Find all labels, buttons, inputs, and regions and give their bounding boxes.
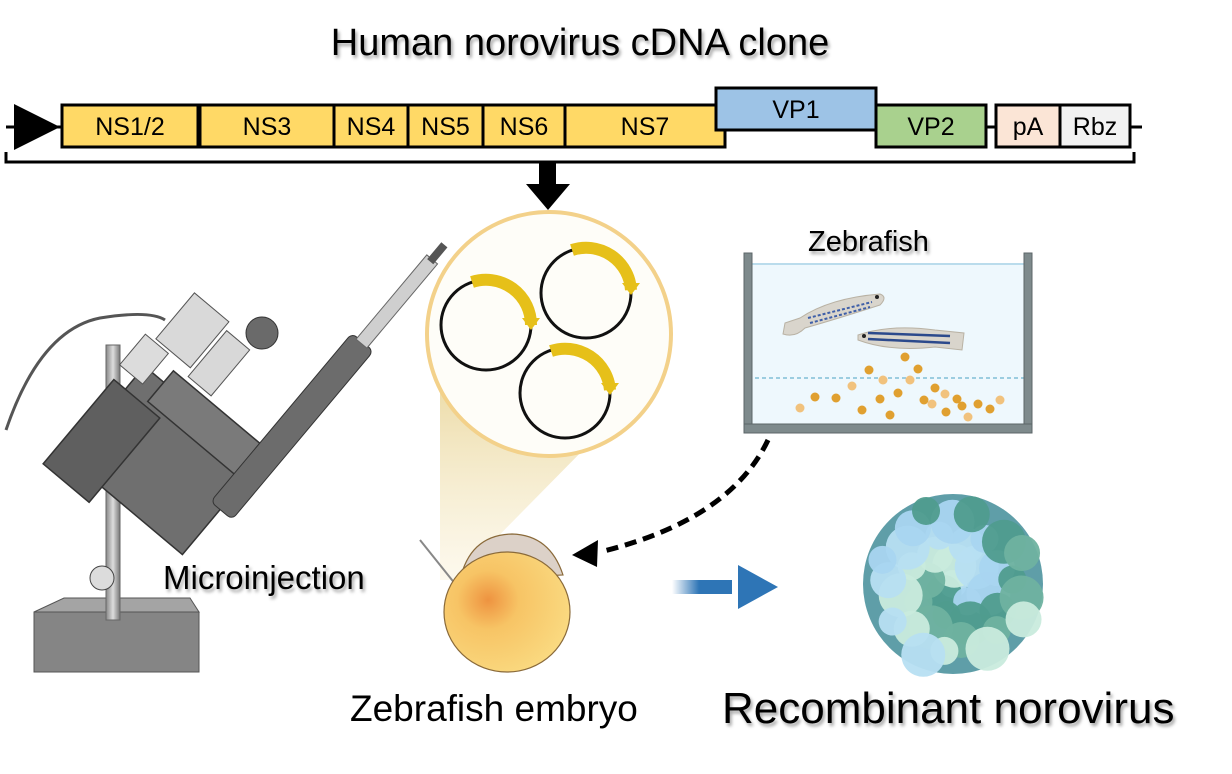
food-pellet [905,375,915,385]
segment-ns3: NS3 [198,103,336,149]
zebrafish-tank [743,252,1033,434]
segment-vp2: VP2 [874,103,988,149]
food-pellet [927,399,937,409]
segment-label: VP1 [772,96,819,124]
food-pellet [875,394,885,404]
plasmid-magnifier [425,210,673,458]
capsid-blob [1005,601,1042,638]
norovirus-particle-icon [863,494,1044,677]
segment-label: NS4 [347,113,396,141]
segment-rbz: Rbz [1058,103,1132,149]
microinjector-illustration [4,242,461,673]
segment-vp1: VP1 [714,86,878,132]
plasmid-2 [539,241,640,340]
capsid-blob [1004,535,1041,572]
segment-label: NS1/2 [95,113,164,141]
food-pellet [919,395,929,405]
food-pellet [940,389,950,399]
down-arrow-icon [526,162,570,210]
capsid-blob [868,545,897,574]
embryo-label: Zebrafish embryo [350,688,638,729]
diagram-title: Human norovirus cDNA clone [330,22,830,64]
segment-pa: pA [994,103,1062,149]
segment-ns5: NS5 [406,103,485,149]
zebrafish-1 [782,293,885,336]
food-pellet [900,352,910,362]
food-pellet [913,364,923,374]
segment-label: VP2 [907,113,954,141]
food-pellet [957,401,967,411]
plasmid-1 [439,273,540,372]
segment-label: pA [1013,113,1044,141]
segment-label: NS5 [421,113,470,141]
flow-arrow-icon [672,565,778,609]
segment-ns4: NS4 [332,103,410,149]
dashed-arrow-icon [572,438,771,567]
microinjection-label: Microinjection [163,559,365,596]
segment-ns7: NS7 [563,103,727,149]
food-pellet [893,388,903,398]
zebrafish-embryo [443,533,571,673]
recombinant-norovirus-label: Recombinant norovirus [722,684,1175,733]
food-pellet [857,405,867,415]
plasmid-3 [518,342,619,440]
segment-label: NS3 [243,113,292,141]
zebrafish-2 [857,327,965,351]
food-pellet [885,410,895,420]
food-pellet [930,383,940,393]
segment-label: Rbz [1073,113,1117,141]
capsid-blob [965,626,1010,671]
food-pellet [810,392,820,402]
food-pellet [973,399,983,409]
food-pellet [963,412,973,422]
food-pellet [795,403,805,413]
capsid-blob [912,496,941,525]
food-pellet [941,407,951,417]
food-pellet [878,375,888,385]
food-pellet [995,395,1005,405]
promoter-triangle-icon [14,104,60,150]
zebrafish-label: Zebrafish [808,226,929,258]
segment-label: NS7 [621,113,670,141]
food-pellet [864,365,874,375]
capsid-blob [953,496,990,533]
segment-label: NS6 [500,113,549,141]
food-pellet [831,393,841,403]
capsid-blob [901,632,946,677]
segment-ns1-2: NS1/2 [60,103,200,149]
segment-ns6: NS6 [481,103,567,149]
food-pellets [795,352,1005,422]
construct-bracket [4,152,1136,164]
capsid-blob [878,607,907,636]
food-pellet [952,394,962,404]
food-pellet [847,381,857,391]
food-pellet [985,404,995,414]
